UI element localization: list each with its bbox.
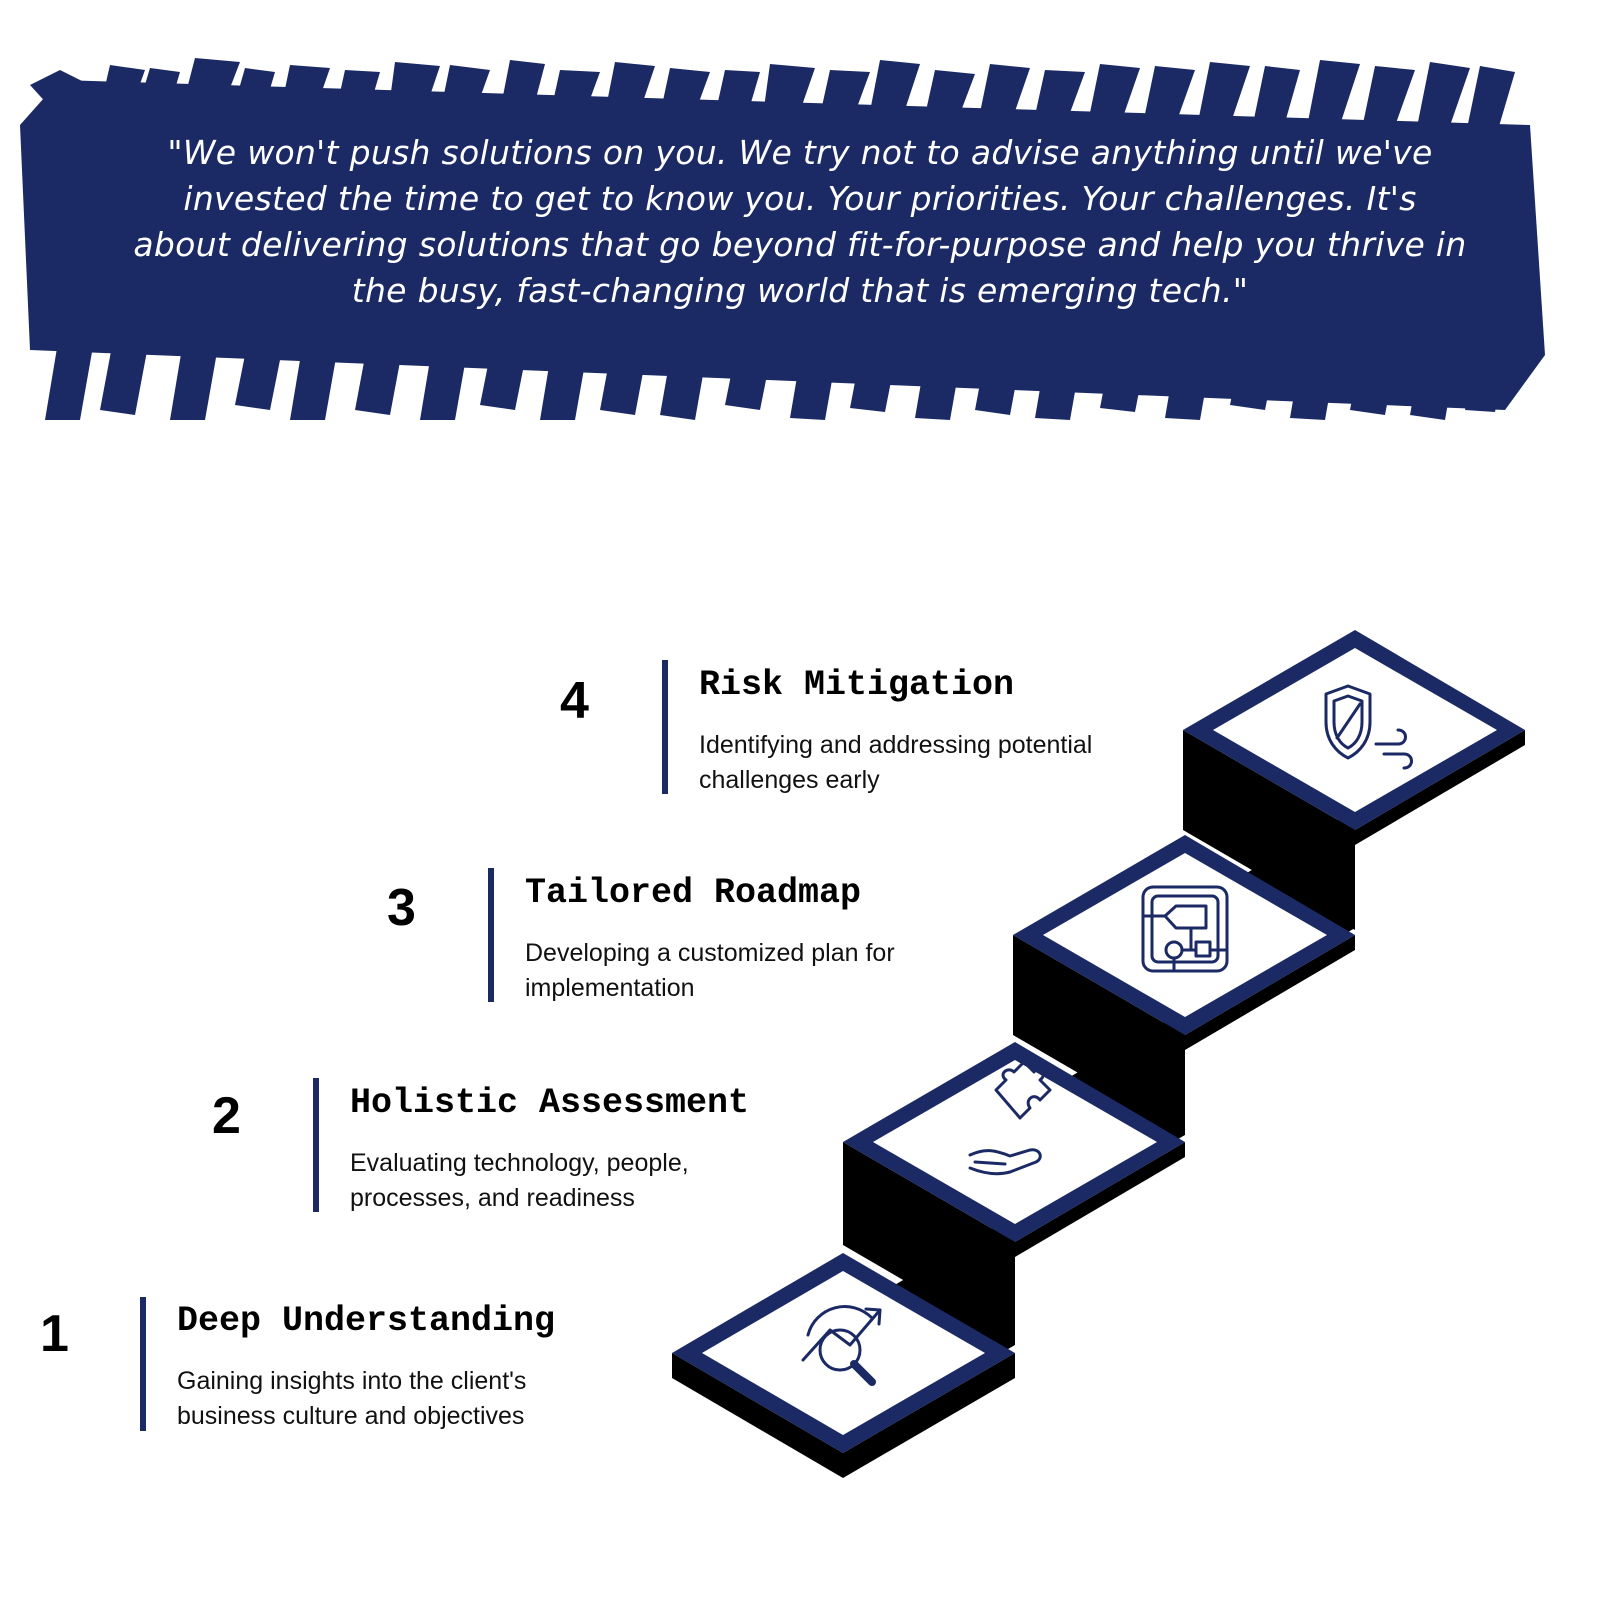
step-description: Identifying and addressing potential cha…: [699, 731, 1093, 794]
step-description: Evaluating technology, people, processes…: [350, 1149, 689, 1212]
quote-background: [20, 58, 1545, 420]
step-title: Holistic Assessment: [350, 1083, 750, 1123]
step-title: Risk Mitigation: [699, 665, 1015, 705]
step-title: Tailored Roadmap: [525, 873, 862, 913]
step-number: 2: [212, 1087, 241, 1145]
step-divider: [662, 660, 668, 794]
platform-1: [672, 1253, 1015, 1478]
shield-wind-icon: [1324, 684, 1413, 770]
hand-puzzle-icon: [968, 1060, 1052, 1176]
step-description: Gaining insights into the client's busin…: [177, 1367, 527, 1430]
step-number: 1: [40, 1305, 69, 1363]
step-title: Deep Understanding: [177, 1301, 556, 1341]
flowchart-icon: [1141, 885, 1229, 973]
step-number: 4: [560, 672, 589, 730]
step-description: Developing a customized plan for impleme…: [525, 939, 895, 1002]
step-number: 3: [387, 879, 416, 937]
step-divider: [140, 1297, 146, 1431]
step-divider: [488, 868, 494, 1002]
step-divider: [313, 1078, 319, 1212]
platform-2: [843, 1042, 1185, 1445]
growth-search-icon: [801, 1305, 882, 1386]
quote-text: "We won't push solutions on you. We try …: [133, 133, 1467, 310]
